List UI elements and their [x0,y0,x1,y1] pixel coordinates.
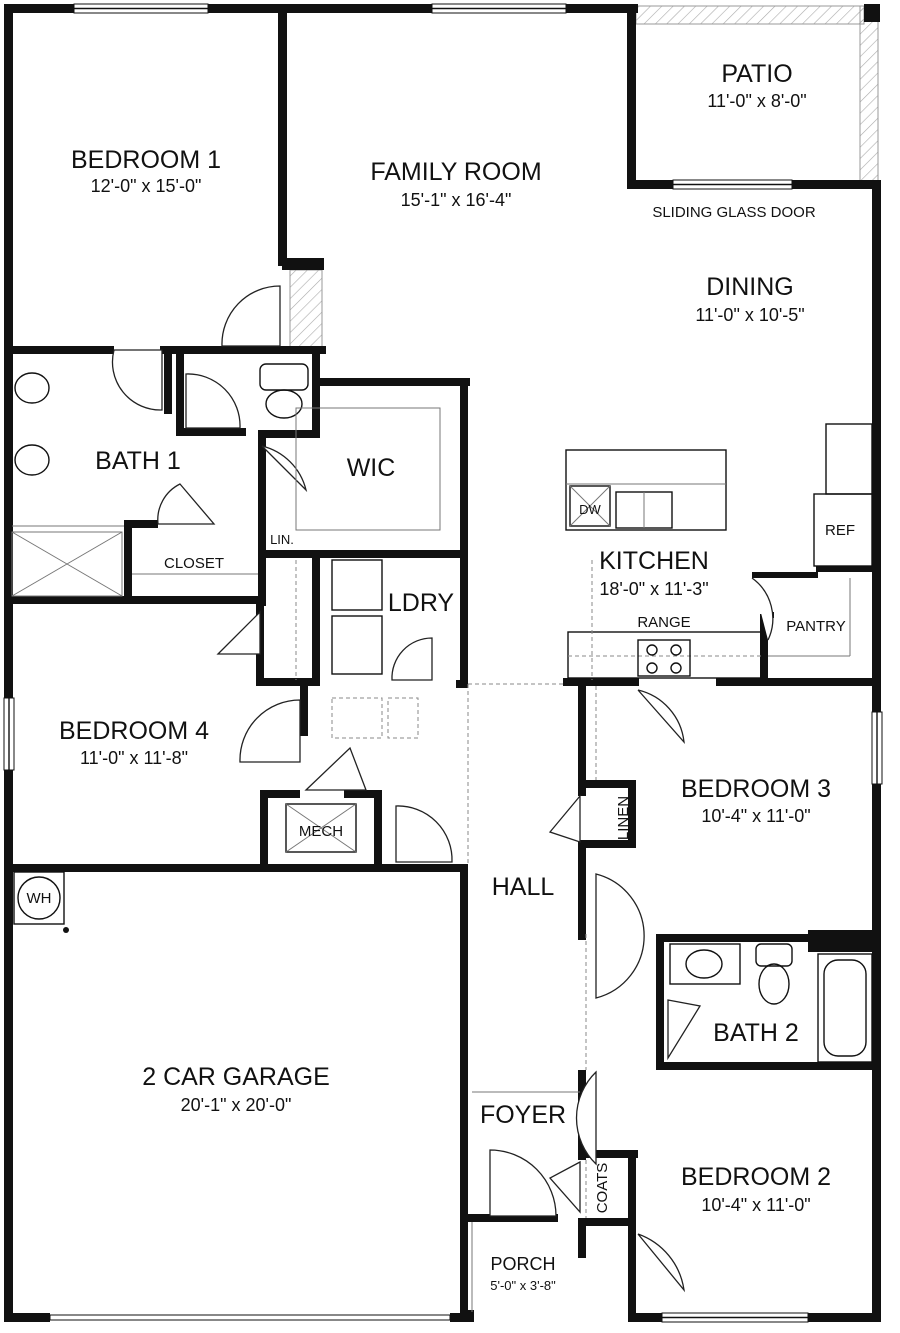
kitchen-name: KITCHEN [599,547,709,575]
mech-unit [285,803,357,853]
sliding-door-label: SLIDING GLASS DOOR [652,204,816,221]
wic-name: WIC [347,454,396,482]
patio-hatch-top [635,5,865,25]
bedroom1-name: BEDROOM 1 [71,146,221,174]
dishwasher-icon [569,485,611,527]
dryer-icon [331,615,383,675]
bedroom2-dims: 10'-4" x 11'-0" [701,1195,810,1215]
bath2-name: BATH 2 [713,1019,799,1047]
dining-dims: 11'-0" x 10'-5" [695,305,804,325]
bedroom3-dims: 10'-4" x 11'-0" [701,806,810,826]
dw-label: DW [579,502,601,517]
coats-label: COATS [594,1163,611,1214]
patio-hatch-side [859,5,879,185]
wh-label: WH [27,890,52,907]
linen-label: LINEN [615,796,632,840]
closet-label: CLOSET [164,555,224,572]
room-labels: BEDROOM 1 12'-0" x 15'-0" FAMILY ROOM 15… [27,60,856,1293]
bath1-sink-1-icon [14,372,50,404]
porch-name: PORCH [490,1254,555,1274]
bedroom4-name: BEDROOM 4 [59,717,209,745]
patio-name: PATIO [721,60,792,88]
kitchen-counter [567,631,763,679]
kitchen-dims: 18'-0" x 11'-3" [599,579,708,599]
bedroom3-name: BEDROOM 3 [681,775,831,803]
ldry-name: LDRY [388,589,455,617]
ref-label: REF [825,522,855,539]
kitchen-island [565,449,727,531]
patio-dims: 11'-0" x 8'-0" [707,91,806,111]
lin-label: LIN. [270,532,294,547]
bath1-sink-2-icon [14,444,50,476]
dining-name: DINING [706,273,794,301]
washer-icon [331,559,383,611]
family-room-dims: 15'-1" x 16'-4" [401,190,512,210]
hall-name: HALL [492,873,555,901]
bedroom1-dims: 12'-0" x 15'-0" [91,176,202,196]
foyer-name: FOYER [480,1101,566,1129]
water-heater [13,871,65,925]
garage-name: 2 CAR GARAGE [142,1063,330,1091]
bedroom2-name: BEDROOM 2 [681,1163,831,1191]
pantry-label: PANTRY [786,618,845,635]
range-icon [637,639,691,677]
door-swings [111,285,774,1293]
bath2-toilet-icon [755,943,793,1005]
refrigerator [813,493,873,567]
windows [3,3,883,1323]
toilet-icon [259,363,309,419]
bath1-name: BATH 1 [95,447,181,475]
bath2-vanity [669,943,741,985]
fixtures [11,356,873,1312]
family-room-name: FAMILY ROOM [370,158,541,186]
mech-label: MECH [299,823,343,840]
garage-dims: 20'-1" x 20'-0" [181,1095,292,1115]
family-room-hatch [289,269,323,349]
shower-icon [11,531,123,597]
bathtub [817,953,873,1063]
bath2-sink-icon [685,949,723,979]
porch-dims: 5'-0" x 3'-8" [490,1278,556,1293]
bedroom4-dims: 11'-0" x 11'-8" [80,748,188,768]
range-label: RANGE [637,614,690,631]
